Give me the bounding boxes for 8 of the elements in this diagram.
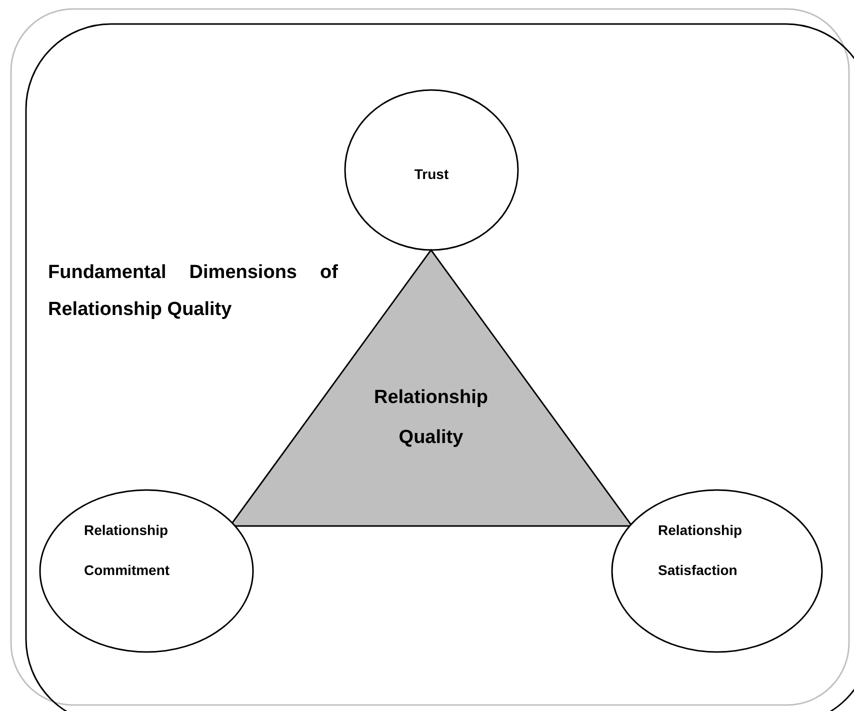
diagram-title: Fundamental Dimensions of Relationship Quality (48, 261, 338, 322)
concept-circle (345, 90, 518, 250)
concept-circle (40, 490, 253, 652)
node-label: Relationship Quality (372, 386, 489, 450)
concept-circle (612, 490, 822, 652)
node-label: Trust (413, 165, 450, 184)
node-label: Relationship Satisfaction (658, 521, 744, 580)
node-label: Relationship Commitment (84, 521, 171, 580)
